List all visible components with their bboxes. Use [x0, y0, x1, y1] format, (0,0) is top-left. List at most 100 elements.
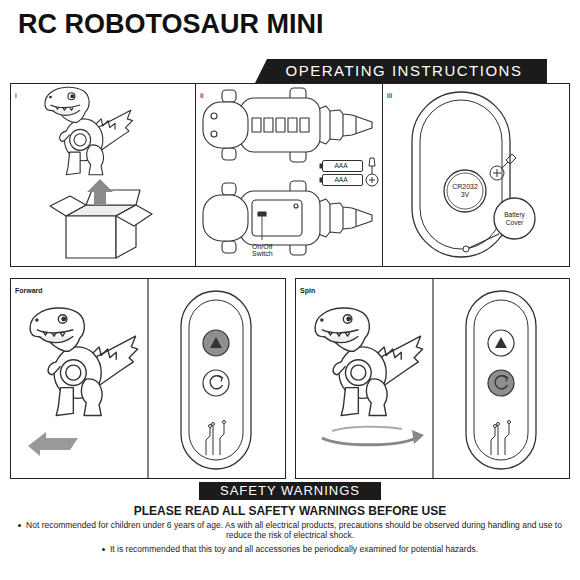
band-heading: OPERATING INSTRUCTIONS — [280, 63, 523, 80]
battery-body — [323, 161, 363, 172]
robot-bottom-view — [222, 183, 236, 195]
forward-arrow — [28, 432, 78, 456]
part-label: Battery Cover — [498, 211, 532, 225]
battery-label: AAA — [334, 162, 347, 169]
remote-front — [466, 291, 536, 469]
remote-back — [463, 246, 469, 252]
screwdriver-icon — [369, 158, 375, 174]
band-fill — [199, 482, 381, 500]
robot-top-view — [211, 113, 217, 119]
dinosaur-figure — [315, 308, 423, 416]
panel-number: iii — [387, 92, 392, 100]
battery-body — [323, 175, 363, 186]
heading-band: OPERATING INSTRUCTIONS — [255, 59, 547, 83]
dinosaur-figure — [30, 308, 138, 416]
battery-terminal — [320, 178, 323, 183]
battery-label: AAA — [334, 176, 347, 183]
bullet-dot — [102, 548, 105, 551]
panel-number: i — [15, 92, 17, 100]
remote-front — [465, 290, 537, 470]
screwdriver-icon — [369, 177, 375, 183]
screwdriver-icon — [490, 154, 516, 180]
robot-top-view — [252, 118, 261, 132]
instruction-panel: i — [10, 83, 196, 267]
robot-bottom-view — [258, 212, 266, 216]
label-box: On/Off Switch — [252, 243, 292, 257]
remote-back — [412, 92, 510, 257]
screwdriver-icon — [490, 166, 504, 180]
dinosaur-figure — [30, 308, 138, 416]
robot-top-view — [211, 131, 217, 137]
round-part: Battery Cover — [493, 197, 536, 240]
band-fill — [255, 59, 547, 83]
title-box: RC ROBOTOSAUR MINI — [18, 9, 324, 40]
panel-heading: Spin — [300, 287, 315, 294]
toy-box — [116, 205, 152, 226]
aaa-battery: AAA — [319, 174, 363, 186]
robot-bottom-view — [252, 200, 302, 236]
dinosaur-figure — [315, 308, 423, 416]
robot-top-view — [203, 88, 372, 162]
robot-bottom-view — [330, 204, 356, 232]
label-box: Not recommended for children under 6 yea… — [16, 520, 564, 540]
robot-bottom-view — [294, 204, 298, 208]
robot-top-view — [222, 90, 236, 102]
spin-arrow — [322, 438, 416, 445]
spin-arrow — [332, 427, 402, 431]
circle-ring — [447, 173, 483, 209]
robot-top-view — [288, 118, 297, 132]
screwdriver-icon — [493, 169, 501, 177]
robot-bottom-view — [316, 199, 372, 237]
safety-note: It is recommended that this toy and all … — [110, 544, 478, 554]
bullet-dot — [18, 524, 21, 527]
label-box: It is recommended that this toy and all … — [16, 544, 564, 554]
remote-front — [180, 290, 252, 470]
band-heading: SAFETY WARNINGS — [220, 484, 360, 498]
robot-top-view — [300, 118, 309, 132]
round-part: CR2032 3V — [443, 169, 487, 213]
safety-heading: PLEASE READ ALL SAFETY WARNINGS BEFORE U… — [0, 504, 580, 518]
screwdriver-icon — [502, 154, 516, 168]
unbox-arrow — [87, 179, 113, 204]
aaa-battery: AAA — [319, 160, 363, 172]
remote-front — [181, 291, 251, 469]
instruction-panel: Spin — [295, 278, 570, 479]
robot-bottom-view — [203, 181, 372, 255]
panel-divider — [147, 279, 148, 478]
dinosaur-figure — [45, 87, 133, 175]
robot-bottom-view — [240, 191, 320, 245]
remote-back — [469, 234, 499, 248]
circle-outline — [444, 170, 486, 212]
robot-top-view — [203, 102, 248, 148]
battery-terminal — [320, 164, 323, 169]
instruction-panel: iiiCR2032 3V Battery Cover — [382, 83, 570, 267]
remote-front — [180, 290, 252, 470]
robot-bottom-view — [203, 195, 248, 241]
remote-back — [412, 92, 510, 257]
title: RC ROBOTOSAUR MINI — [18, 9, 324, 40]
circle-outline — [494, 198, 535, 239]
panel-number: ii — [200, 92, 204, 100]
dinosaur-figure — [45, 87, 133, 175]
robot-top-view — [222, 148, 236, 160]
heading-band: SAFETY WARNINGS — [199, 482, 381, 500]
robot-top-view — [276, 118, 285, 132]
leader-line — [262, 216, 263, 240]
toy-box — [66, 216, 116, 258]
panel-heading: Forward — [15, 287, 43, 294]
spin-arrow — [412, 430, 424, 444]
screwdriver-icon — [366, 174, 378, 186]
robot-top-view — [330, 111, 356, 139]
instruction-panel: Forward — [10, 278, 286, 479]
remote-front — [465, 290, 537, 470]
screwdriver-icon — [366, 158, 378, 186]
safety-note: Not recommended for children under 6 yea… — [26, 520, 562, 540]
robot-top-view — [316, 106, 372, 144]
instruction-panel: iiAAA AAA — [195, 83, 383, 267]
panel-divider — [432, 279, 433, 478]
robot-bottom-view — [222, 241, 236, 253]
part-label: CR2032 3V — [449, 183, 481, 198]
robot-top-view — [240, 98, 320, 152]
label-box: PLEASE READ ALL SAFETY WARNINGS BEFORE U… — [0, 504, 580, 518]
